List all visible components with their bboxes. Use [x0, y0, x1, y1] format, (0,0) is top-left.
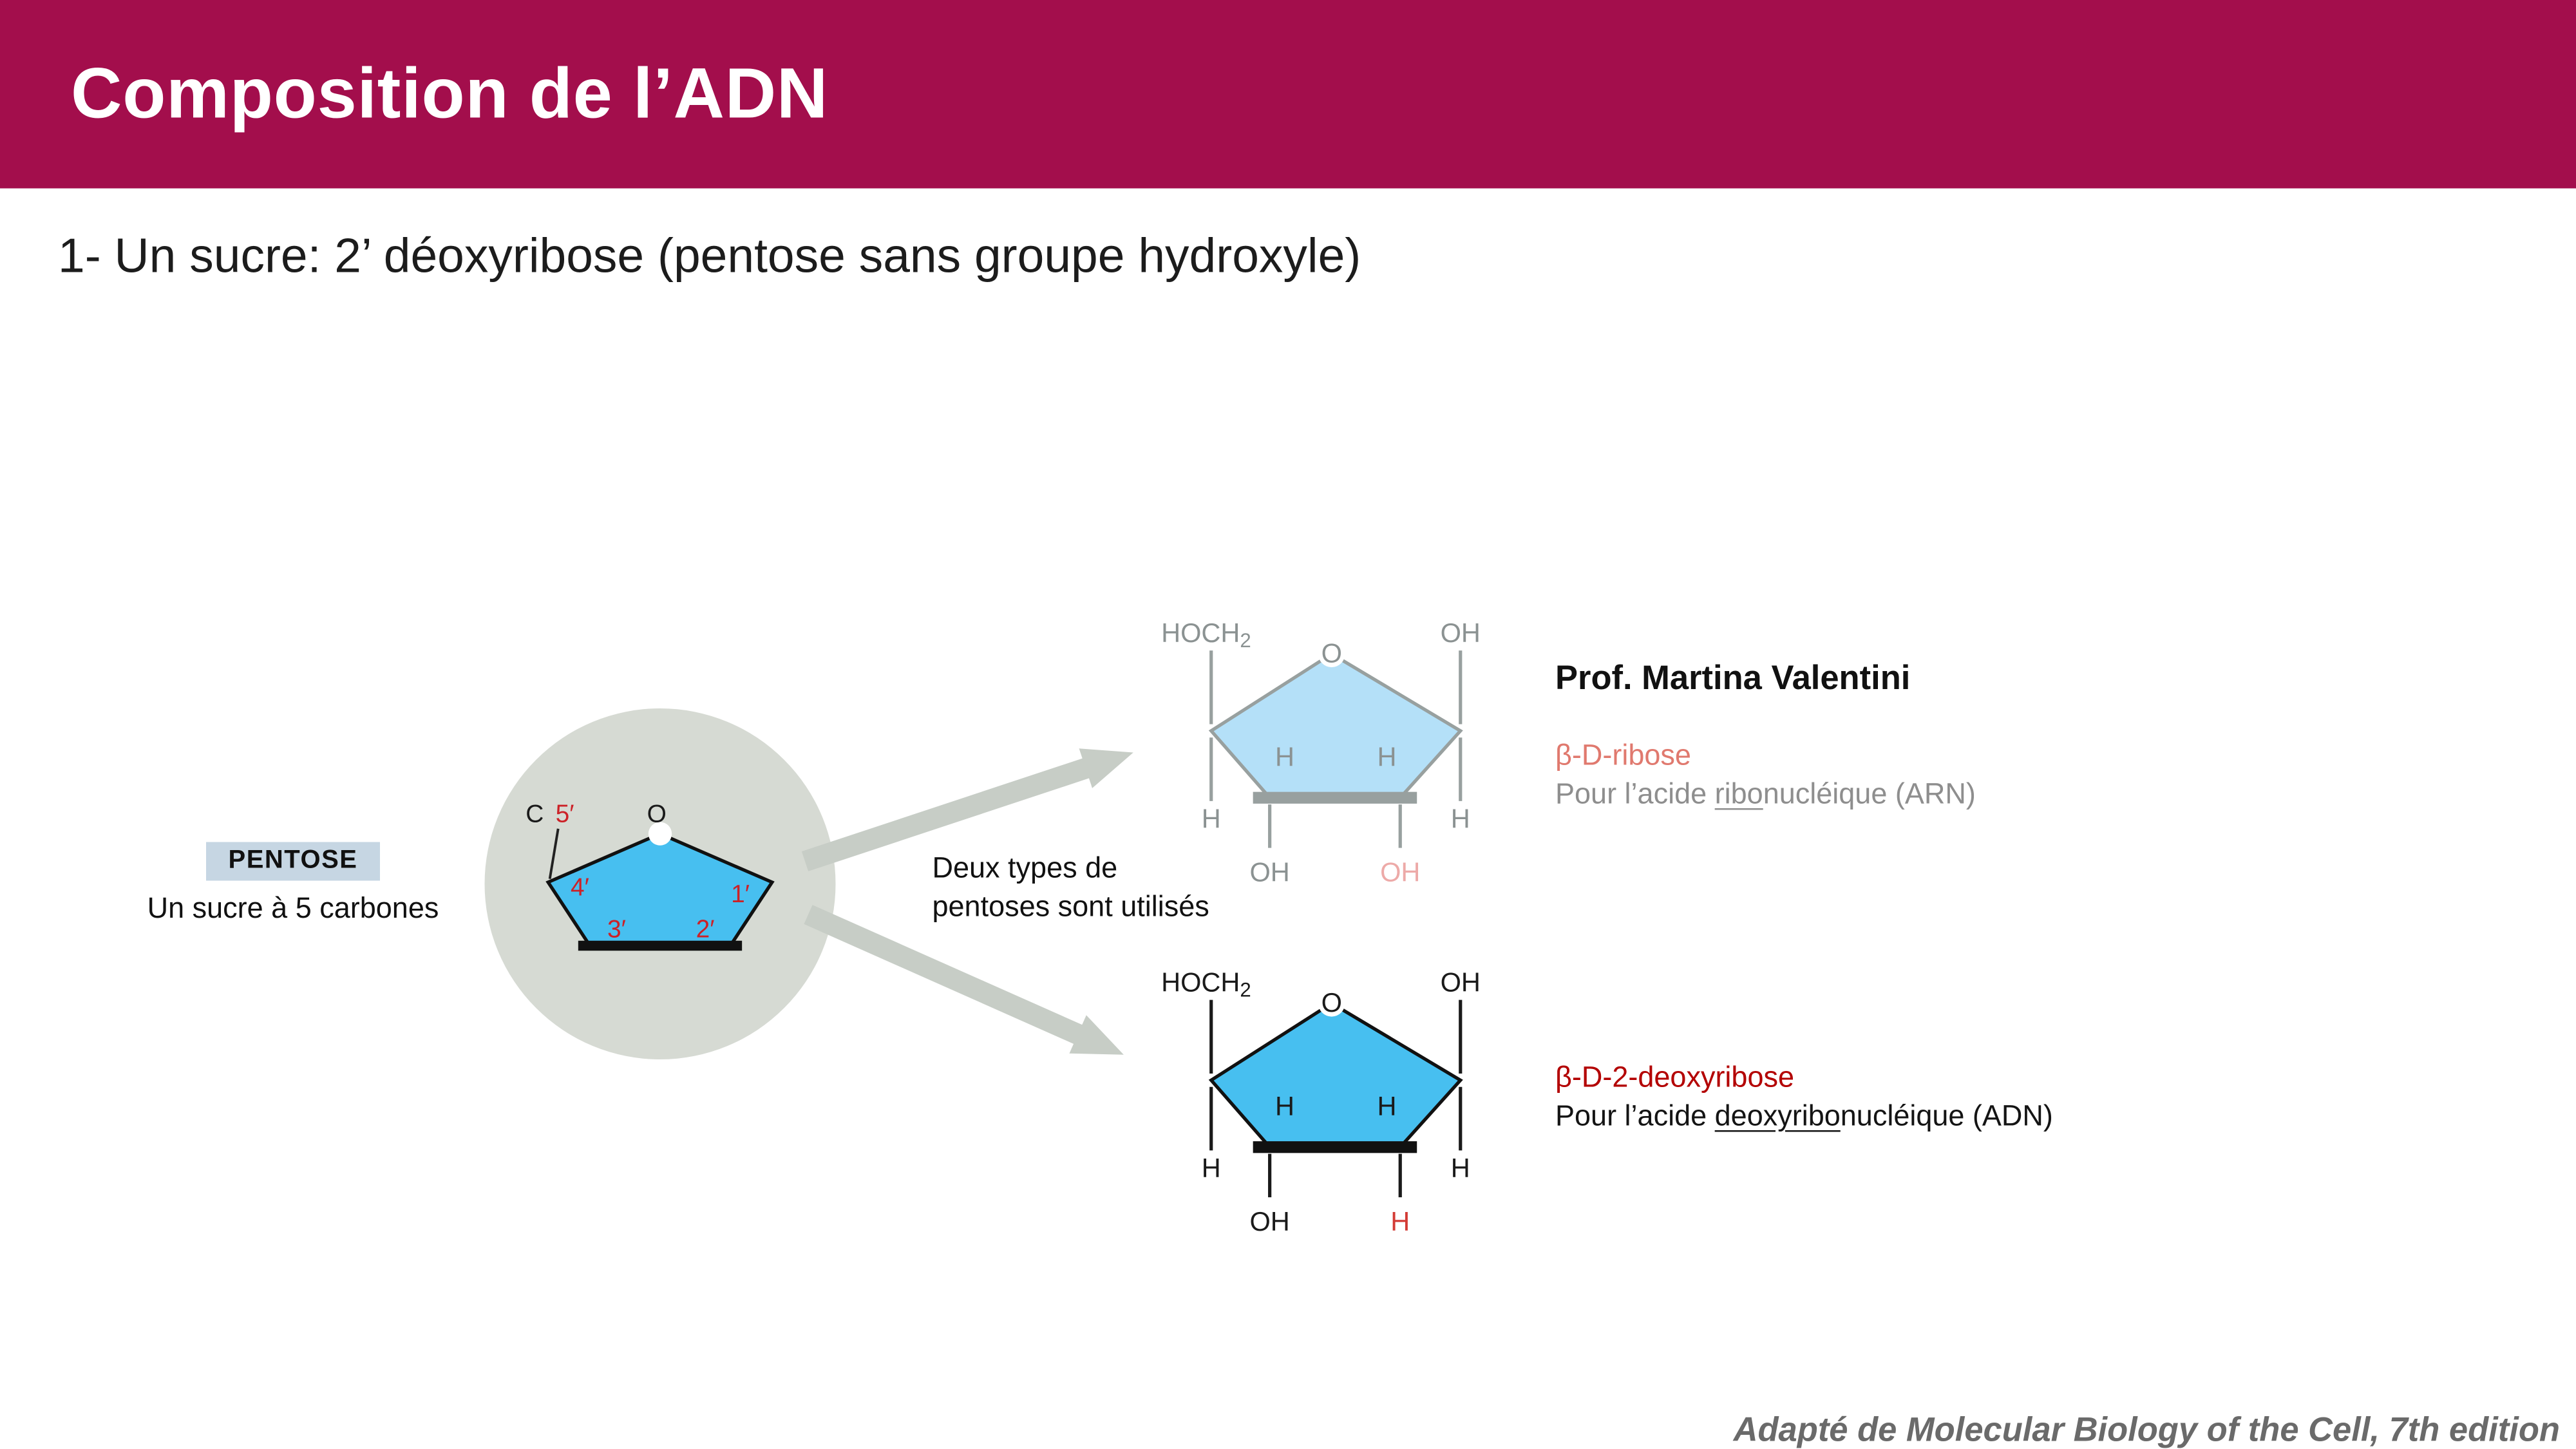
h-outer-right-label: H: [1451, 1153, 1470, 1183]
branching-arrows: [801, 748, 1133, 1055]
h-outer-right-label: H: [1451, 803, 1470, 833]
hoch2-label: HOCH2: [1161, 967, 1251, 1001]
pentose-label: PENTOSE: [205, 842, 381, 881]
oh-top-label: OH: [1441, 967, 1481, 998]
pentose-description: Un sucre à 5 carbones: [147, 892, 439, 924]
h-inner-left-label: H: [1275, 1091, 1294, 1121]
subtitle: 1- Un sucre: 2’ déoxyribose (pentose san…: [58, 230, 1361, 284]
pentose-legend: PENTOSE Un sucre à 5 carbones: [100, 842, 486, 926]
hoch2-label: HOCH2: [1161, 618, 1251, 652]
ribose-usage-prefix: Pour l’acide: [1555, 777, 1715, 810]
pentose-circle-diagram: C 5′ O 4′ 1′ 3′ 2′: [484, 708, 836, 1059]
pentose-ring-svg: C 5′ O 4′ 1′ 3′ 2′: [526, 800, 775, 951]
professor-name: Prof. Martina Valentini: [1555, 660, 1911, 697]
deoxyribose-usage-suffix: nucléique (ADN): [1840, 1099, 2053, 1132]
ribose-usage-suffix: nucléique (ARN): [1763, 777, 1976, 810]
hoch2-main: HOCH: [1161, 967, 1240, 998]
deoxyribose-usage: Pour l’acide deoxyribonucléique (ADN): [1555, 1100, 2053, 1134]
four-prime-label: 4′: [571, 874, 589, 902]
carbon-label: C: [526, 800, 544, 828]
h-inner-right-label: H: [1377, 1091, 1396, 1121]
oh-bottom-right-label: OH: [1380, 857, 1420, 887]
ribose-usage-underlined: ribo: [1714, 777, 1763, 810]
oh-bottom-left-label: OH: [1249, 857, 1289, 887]
h-inner-right-label: H: [1377, 741, 1396, 772]
oxygen-notch: [1318, 990, 1345, 1017]
source-credit: Adapté de Molecular Biology of the Cell,…: [1733, 1412, 2560, 1449]
slide-title: Composition de l’ADN: [71, 53, 829, 133]
h-outer-left-label: H: [1202, 1153, 1221, 1183]
arrow-caption-line2: pentoses sont utilisés: [932, 890, 1209, 923]
hoch2-subscript: 2: [1240, 629, 1251, 652]
furanose-ring: [1208, 1001, 1463, 1149]
furanose-ring: [1208, 652, 1463, 800]
arrow-to-deoxyribose: [804, 905, 1124, 1055]
ribose-usage: Pour l’acide ribonucléique (ARN): [1555, 778, 1976, 812]
h-outer-left-label: H: [1202, 803, 1221, 833]
oxygen-notch: [1318, 640, 1345, 668]
oxygen-label: O: [647, 800, 667, 828]
h-inner-left-label: H: [1275, 741, 1294, 772]
two-prime-label: 2′: [696, 916, 715, 943]
c5-bond: [548, 828, 560, 880]
hoch2-subscript: 2: [1240, 978, 1251, 1001]
oxygen-label: O: [1321, 987, 1342, 1018]
deoxyribose-name: β-D-2-deoxyribose: [1555, 1061, 1795, 1094]
oh-top-label: OH: [1441, 618, 1481, 648]
five-prime-label: 5′: [556, 800, 574, 828]
deoxyribose-usage-underlined: deoxyribo: [1714, 1099, 1841, 1132]
arrow-caption: Deux types de pentoses sont utilisés: [933, 849, 1209, 926]
ribose-structure: HOCH2 OH O H H H H OH OH: [1161, 618, 1481, 887]
arrow-to-ribose: [801, 748, 1133, 871]
h-bottom-right-label: H: [1390, 1206, 1410, 1236]
oxygen-notch: [648, 822, 672, 846]
deoxyribose-usage-prefix: Pour l’acide: [1555, 1099, 1715, 1132]
three-prime-label: 3′: [607, 916, 626, 943]
oxygen-label: O: [1321, 638, 1342, 668]
deoxyribose-structure: HOCH2 OH O H H H H OH H: [1161, 967, 1481, 1236]
arrow-caption-line1: Deux types de: [932, 851, 1118, 884]
hoch2-main: HOCH: [1161, 618, 1240, 648]
title-bar: Composition de l’ADN: [0, 0, 2576, 189]
oh-bottom-left-label: OH: [1249, 1206, 1289, 1236]
ribose-name: β-D-ribose: [1555, 739, 1691, 772]
one-prime-label: 1′: [731, 880, 750, 908]
